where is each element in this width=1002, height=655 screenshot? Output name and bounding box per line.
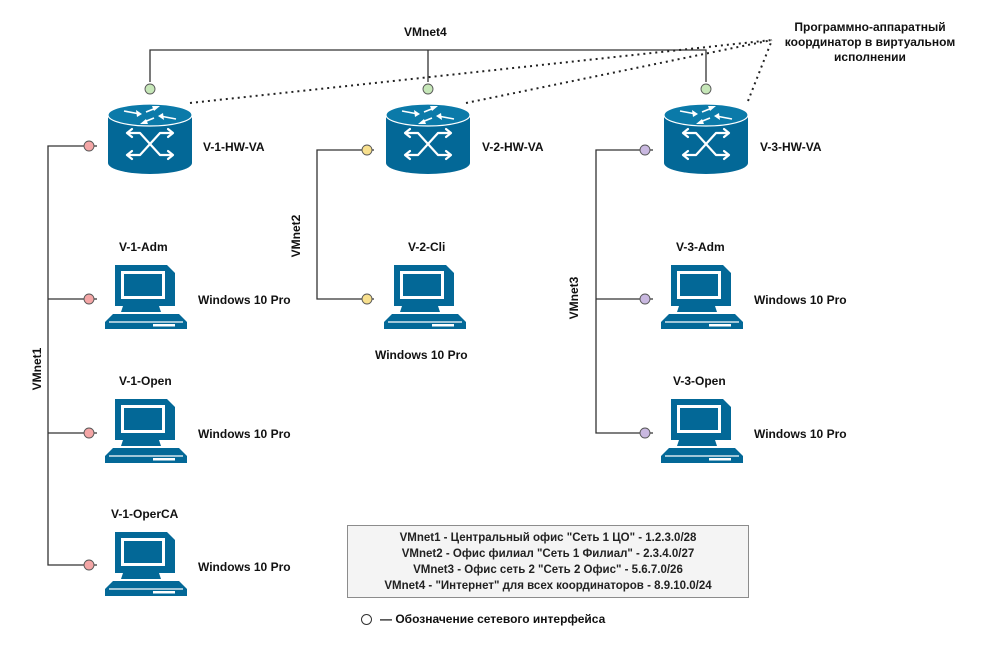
vmnet1-interfaces [83, 140, 95, 571]
vmnet1-label: VMnet1 [30, 347, 44, 391]
computer-icon [104, 398, 188, 464]
router-icon [384, 102, 472, 176]
computer-name: V-2-Cli [408, 240, 446, 254]
computer-icon [104, 264, 188, 330]
computer-name: V-3-Open [673, 374, 726, 388]
router-label: V-1-HW-VA [203, 140, 265, 154]
computer-os: Windows 10 Pro [754, 293, 847, 307]
interface-legend: — Обозначение сетевого интерфейса [361, 611, 605, 627]
coordinator-label-line: исполнении [834, 50, 906, 64]
legend-line: VMnet2 - Офис филиал "Сеть 1 Филиал" - 2… [401, 548, 695, 560]
legend-line: VMnet3 - Офис сеть 2 "Сеть 2 Офис" - 5.6… [413, 564, 683, 576]
computer-icon [383, 264, 467, 330]
vmnet3-label: VMnet3 [567, 276, 581, 320]
legend-line: VMnet4 - "Интернет" для всех координатор… [384, 580, 712, 592]
computer-name: V-1-Adm [119, 240, 168, 254]
computer-icon [104, 531, 188, 597]
computer-name: V-1-OperCA [111, 507, 179, 521]
vmnet3-interfaces [639, 144, 651, 439]
coordinator-label: Программно-аппаратный координатор в вирт… [770, 20, 970, 65]
interface-circle-icon [361, 613, 372, 625]
vmnet3-bus [595, 149, 653, 434]
network-legend: VMnet1 - Центральный офис "Сеть 1 ЦО" - … [347, 525, 749, 598]
computer-os: Windows 10 Pro [375, 348, 468, 362]
vmnet1-bus [47, 145, 97, 566]
coordinator-label-line: Программно-аппаратный [794, 20, 946, 34]
computer-os: Windows 10 Pro [198, 293, 291, 307]
vmnet4-interfaces [144, 83, 712, 95]
router-label: V-2-HW-VA [482, 140, 544, 154]
vmnet2-label: VMnet2 [289, 214, 303, 258]
legend-line: VMnet1 - Центральный офис "Сеть 1 ЦО" - … [399, 532, 697, 544]
router-icon [662, 102, 750, 176]
computer-os: Windows 10 Pro [198, 427, 291, 441]
coordinator-callout-lines [189, 39, 773, 104]
computer-name: V-1-Open [119, 374, 172, 388]
computer-name: V-3-Adm [676, 240, 725, 254]
vmnet2-interfaces [361, 144, 373, 305]
computer-os: Windows 10 Pro [198, 560, 291, 574]
coordinator-label-line: координатор в виртуальном [784, 35, 956, 49]
interface-legend-text: — Обозначение сетевого интерфейса [380, 612, 606, 626]
router-icon [106, 102, 194, 176]
computer-os: Windows 10 Pro [754, 427, 847, 441]
vmnet4-label: VMnet4 [404, 25, 447, 39]
router-label: V-3-HW-VA [760, 140, 822, 154]
computer-icon [660, 398, 744, 464]
computer-icon [660, 264, 744, 330]
vmnet2-bus [316, 149, 374, 300]
vmnet4-bus [149, 49, 707, 82]
